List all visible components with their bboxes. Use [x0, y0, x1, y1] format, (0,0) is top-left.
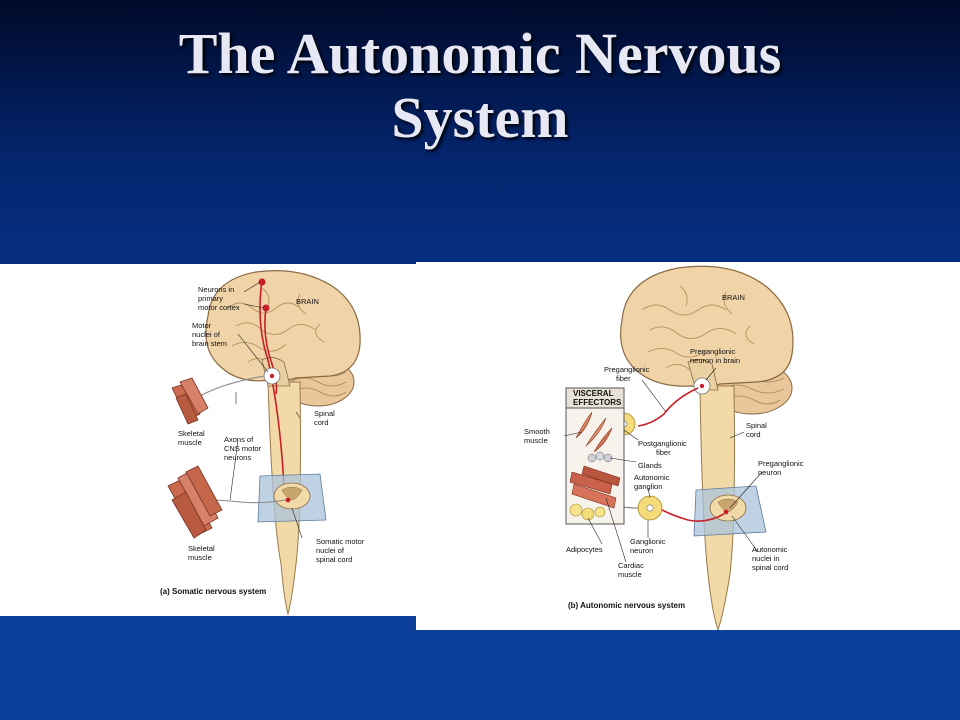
label-spinal-cord: Spinal cord — [314, 409, 335, 427]
svg-text:spinal cord: spinal cord — [316, 555, 352, 564]
label-autonomic-ganglion: Autonomic ganglion — [634, 473, 670, 491]
svg-text:neuron in brain: neuron in brain — [690, 356, 740, 365]
svg-text:Skeletal: Skeletal — [178, 429, 205, 438]
spinal-preganglionic-fiber — [661, 509, 725, 522]
label-brain: BRAIN — [722, 293, 745, 302]
label-ganglionic-neuron: Ganglionic neuron — [630, 537, 666, 555]
svg-text:brain stem: brain stem — [192, 339, 227, 348]
label-neurons-cortex: Neurons in primary motor cortex — [198, 285, 240, 312]
svg-text:neuron: neuron — [630, 546, 653, 555]
label-somatic-nuclei: Somatic motor nuclei of spinal cord — [316, 537, 365, 564]
label-skeletal-muscle-bottom: Skeletal muscle — [188, 544, 215, 562]
title-line-1: The Autonomic Nervous — [178, 21, 782, 86]
caption-somatic: (a) Somatic nervous system — [160, 587, 266, 596]
svg-text:primary: primary — [198, 294, 223, 303]
svg-text:motor cortex: motor cortex — [198, 303, 240, 312]
preganglionic-fiber — [637, 387, 699, 427]
svg-text:Cardiac: Cardiac — [618, 561, 644, 570]
svg-text:Autonomic: Autonomic — [634, 473, 670, 482]
svg-text:muscle: muscle — [524, 436, 548, 445]
svg-text:fiber: fiber — [656, 448, 671, 457]
svg-text:neuron: neuron — [758, 468, 781, 477]
skeletal-muscle-bottom — [167, 465, 223, 539]
svg-text:spinal cord: spinal cord — [752, 563, 788, 572]
visceral-effectors-line1: VISCERAL — [573, 389, 614, 398]
somatic-diagram: Neurons in primary motor cortex BRAIN Mo… — [160, 270, 365, 616]
somatic-diagram-panel: Neurons in primary motor cortex BRAIN Mo… — [0, 264, 416, 616]
label-adipocytes: Adipocytes — [566, 545, 603, 554]
label-spinal-cord: Spinal cord — [746, 421, 767, 439]
cortex-neuron-body — [258, 278, 266, 286]
cardiac-muscle-cells — [569, 465, 621, 509]
skeletal-muscle-top — [171, 377, 209, 425]
svg-text:Preganglionic: Preganglionic — [604, 365, 650, 374]
label-postganglionic-fiber: Postganglionic fiber — [638, 439, 687, 457]
svg-text:Preganglionic: Preganglionic — [758, 459, 804, 468]
motor-neuron-path — [259, 279, 285, 487]
label-preganglionic-brain: Preganglionic neuron in brain — [690, 347, 740, 365]
label-smooth-muscle: Smooth muscle — [524, 427, 550, 445]
label-brain: BRAIN — [296, 297, 319, 306]
svg-text:fiber: fiber — [616, 374, 631, 383]
svg-text:Postganglionic: Postganglionic — [638, 439, 687, 448]
svg-text:muscle: muscle — [188, 553, 212, 562]
svg-text:Ganglionic: Ganglionic — [630, 537, 666, 546]
slide-title: The Autonomic Nervous System — [0, 22, 960, 150]
svg-text:neurons: neurons — [224, 453, 251, 462]
autonomic-diagram-panel: VISCERAL EFFECTORS BRAIN — [416, 262, 960, 632]
svg-text:cord: cord — [746, 430, 761, 439]
caption-autonomic: (b) Autonomic nervous system — [568, 601, 685, 610]
svg-text:muscle: muscle — [618, 570, 642, 579]
label-preganglionic-neuron: Preganglionic neuron — [758, 459, 804, 477]
svg-text:Preganglionic: Preganglionic — [690, 347, 736, 356]
svg-text:Smooth: Smooth — [524, 427, 550, 436]
svg-text:nuclei of: nuclei of — [316, 546, 345, 555]
visceral-effectors-line2: EFFECTORS — [573, 398, 622, 407]
label-preganglionic-fiber: Preganglionic fiber — [604, 365, 650, 383]
svg-text:cord: cord — [314, 418, 329, 427]
svg-text:nuclei in: nuclei in — [752, 554, 780, 563]
label-motor-nuclei: Motor nuclei of brain stem — [192, 321, 227, 348]
label-skeletal-muscle-top: Skeletal muscle — [178, 429, 205, 447]
label-cardiac-muscle: Cardiac muscle — [618, 561, 644, 579]
brain — [205, 270, 361, 382]
svg-text:ganglion: ganglion — [634, 482, 662, 491]
label-axons: Axons of CNS motor neurons — [224, 435, 262, 462]
brain — [620, 265, 794, 388]
svg-text:Skeletal: Skeletal — [188, 544, 215, 553]
svg-text:Autonomic: Autonomic — [752, 545, 788, 554]
svg-text:Motor: Motor — [192, 321, 212, 330]
svg-text:Neurons in: Neurons in — [198, 285, 234, 294]
adipocyte-cells — [569, 503, 606, 521]
title-line-2: System — [391, 85, 569, 150]
label-autonomic-nuclei: Autonomic nuclei in spinal cord — [752, 545, 788, 572]
label-glands: Glands — [638, 461, 662, 470]
svg-text:Spinal: Spinal — [746, 421, 767, 430]
svg-text:Spinal: Spinal — [314, 409, 335, 418]
smooth-muscle-cells — [575, 411, 613, 453]
glands-cells — [587, 451, 613, 463]
svg-text:Somatic motor: Somatic motor — [316, 537, 365, 546]
autonomic-diagram: VISCERAL EFFECTORS BRAIN — [524, 265, 804, 632]
svg-text:CNS motor: CNS motor — [224, 444, 262, 453]
svg-text:nuclei of: nuclei of — [192, 330, 221, 339]
svg-text:muscle: muscle — [178, 438, 202, 447]
svg-text:Axons of: Axons of — [224, 435, 254, 444]
